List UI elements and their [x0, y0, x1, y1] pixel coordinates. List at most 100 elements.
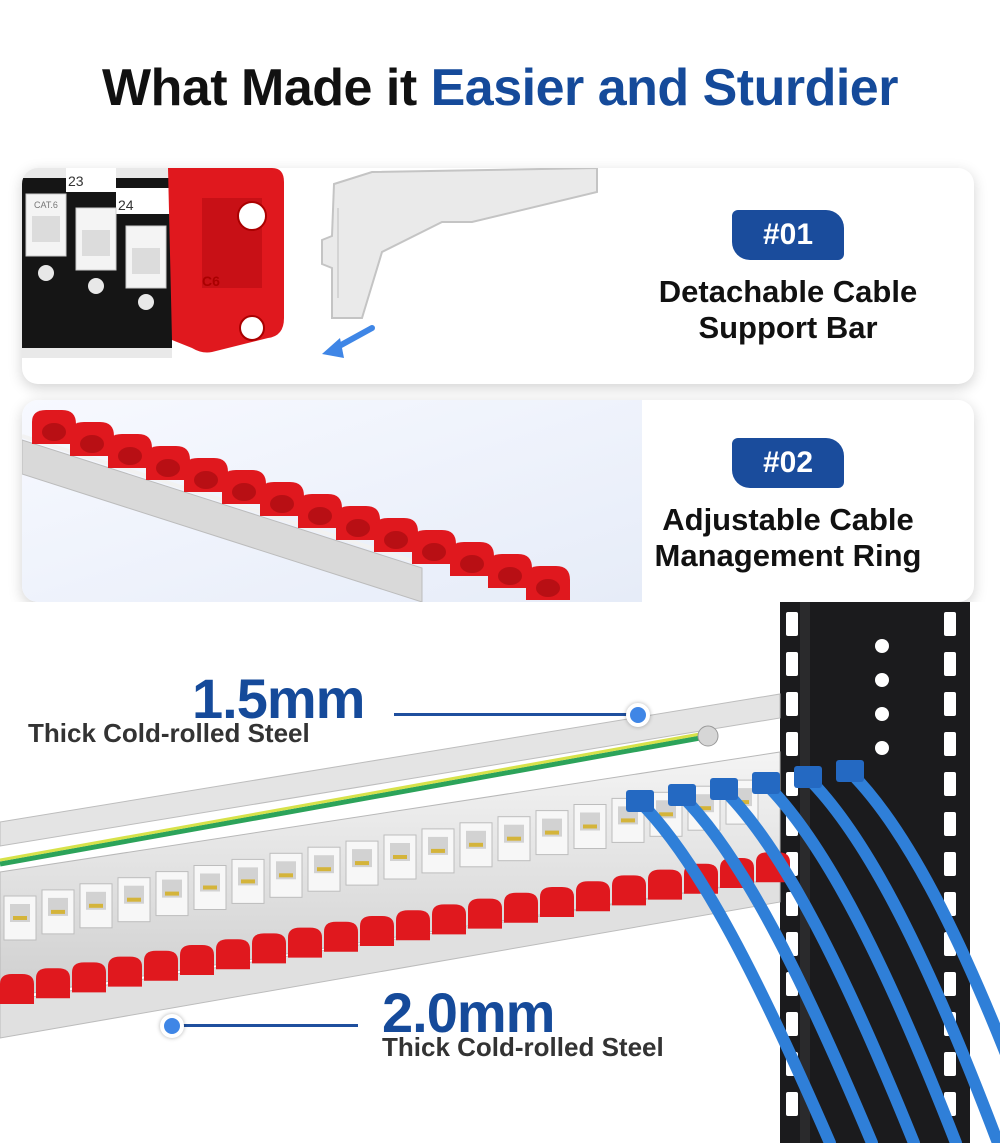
cable-ring: [488, 554, 532, 588]
patch-cable: [760, 778, 962, 1143]
cable-ring: [288, 927, 322, 958]
patch-cable: [802, 772, 1000, 1143]
cable-ring: [0, 974, 34, 1004]
feature-title-support-bar: Detachable Cable Support Bar: [608, 274, 968, 346]
cable-ring: [180, 945, 214, 975]
rack-hole: [944, 972, 956, 996]
rack-patch-panel-illustration: [0, 602, 1000, 1143]
cable-plug: [668, 784, 696, 806]
patch-cable: [718, 784, 920, 1143]
port-label-24: 24: [118, 197, 134, 213]
keystone-jack: [155, 871, 189, 917]
feature-badge-01: #01: [732, 210, 844, 260]
cable-ring: [468, 898, 502, 929]
cable-ring: [32, 410, 76, 444]
keystone-jack: [269, 852, 303, 898]
keystone-jack: [497, 816, 531, 862]
measure-top-desc: Thick Cold-rolled Steel: [28, 718, 310, 748]
keystone-jacks: [3, 779, 759, 941]
keystone-jack: [25, 193, 67, 281]
cable-ring: [526, 566, 570, 600]
arrow-left-icon: [322, 325, 375, 358]
cable-ring: [108, 956, 142, 987]
cable-ring: [216, 939, 250, 970]
ground-wire: [0, 735, 701, 867]
cable-ring: [576, 881, 610, 912]
rack-hole: [944, 772, 956, 796]
feature-title-line1: Detachable Cable: [658, 274, 918, 309]
rack-hole: [875, 741, 889, 755]
cable-ring: [540, 887, 574, 917]
page-title: What Made it Easier and Sturdier: [0, 58, 1000, 118]
feature-card-management-ring: #02 Adjustable Cable Management Ring: [22, 400, 974, 602]
keystone-jack: [459, 822, 493, 868]
keystone-jack: [383, 834, 417, 880]
cable-ring: [184, 458, 228, 492]
keystone-jack: [117, 877, 151, 923]
steel-rail: [22, 439, 423, 602]
rack-hole: [944, 612, 956, 636]
feature-card-support-bar: 23 24 CAT.6 C6 #01 Detachable: [22, 168, 974, 384]
cable-ring: [108, 434, 152, 468]
rack-hole: [944, 652, 956, 676]
support-bar: [321, 168, 598, 319]
measure-bottom-dot: [160, 1014, 184, 1038]
feature-title-line1: Adjustable Cable: [662, 502, 914, 537]
patch-cable: [844, 766, 1000, 1056]
cable-ring: [298, 494, 342, 528]
keystone-jack: [3, 895, 37, 941]
rack-hole: [875, 639, 889, 653]
rack-hole: [786, 692, 798, 716]
measure-bottom-value: 2.0mm: [382, 981, 555, 1044]
keystone-jack: [573, 804, 607, 849]
cable-ring: [648, 869, 682, 900]
rack-hole: [944, 732, 956, 756]
keystone-jack: [193, 865, 227, 910]
feature-title-line2: Support Bar: [698, 310, 878, 345]
measure-top-value: 1.5mm: [192, 667, 365, 730]
top-rail: [0, 693, 781, 847]
cable-plug: [626, 790, 654, 812]
cable-ring: [432, 904, 466, 935]
cable-ring: [396, 910, 430, 941]
feature-title-management-ring: Adjustable Cable Management Ring: [608, 502, 968, 574]
keystone-jack: [307, 846, 341, 892]
cable-ring: [504, 892, 538, 923]
rack-hole: [786, 1012, 798, 1036]
cable-ring: [36, 968, 70, 999]
rack-hole: [944, 852, 956, 876]
cable-ring: [222, 470, 266, 504]
patch-cable: [634, 796, 836, 1143]
keystone-jack: [345, 840, 379, 886]
rack-hole: [786, 612, 798, 636]
measure-bottom-leader: [172, 1024, 358, 1027]
measure-top-leader: [394, 713, 634, 716]
feature-title-line2: Management Ring: [654, 538, 922, 573]
cable-plug: [710, 778, 738, 800]
cable-ring: [336, 506, 380, 540]
patch-cable: [676, 790, 878, 1143]
keystone-jack: [535, 810, 569, 856]
cable-ring: [146, 446, 190, 480]
cable-ring: [252, 933, 286, 964]
rack-hole: [875, 673, 889, 687]
cable-ring: [260, 482, 304, 516]
cable-ring: [412, 530, 456, 564]
jack-label: CAT.6: [34, 200, 58, 210]
cable-plug: [752, 772, 780, 794]
blue-patch-cables: [626, 760, 1000, 1143]
rack-hole: [944, 1052, 956, 1076]
cable-ring-illustration: [22, 400, 642, 602]
cable-plug: [794, 766, 822, 788]
rack-hole: [786, 1092, 798, 1116]
port-label-23: 23: [68, 173, 84, 189]
cable-ring: [612, 875, 646, 906]
cable-ring: [70, 422, 114, 456]
rack-hole: [875, 707, 889, 721]
keystone-jack: [421, 828, 455, 874]
cable-ring: [360, 916, 394, 946]
measure-top-dot: [626, 703, 650, 727]
bracket-mark: C6: [202, 273, 220, 289]
rack-hole: [786, 652, 798, 676]
cable-ring: [374, 518, 418, 552]
